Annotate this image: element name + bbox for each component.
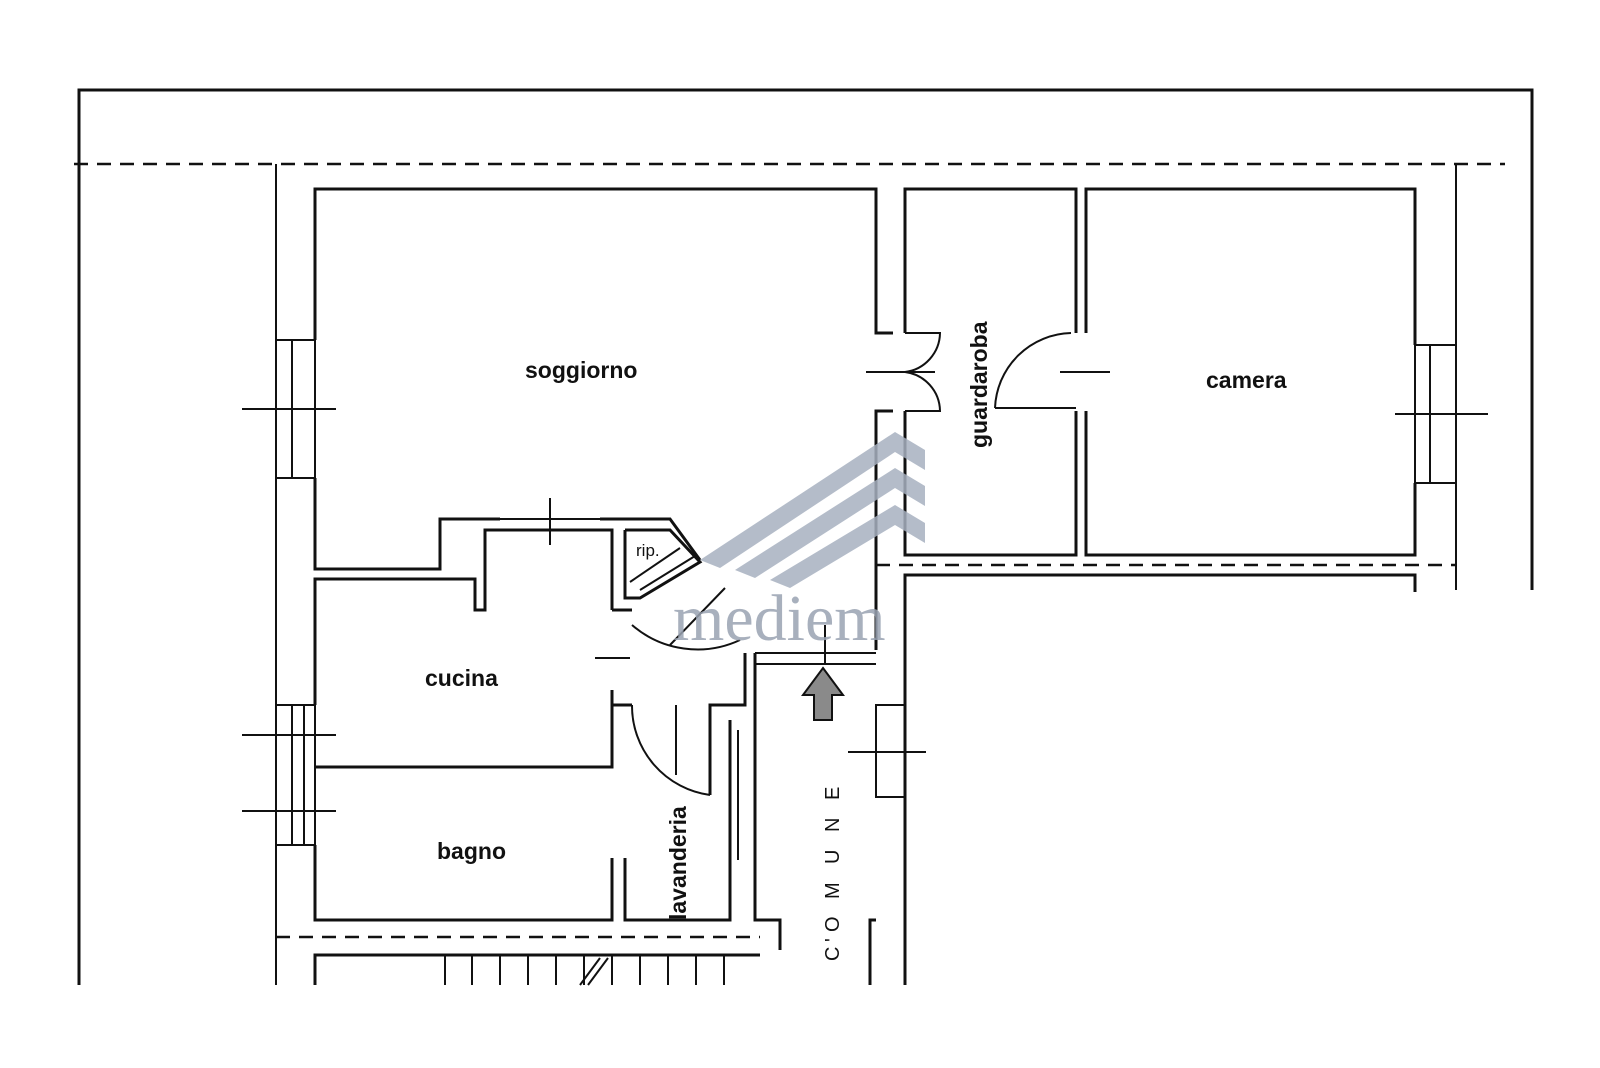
soggiorno-walls: [313, 187, 893, 650]
room-label-lavanderia: lavanderia: [665, 806, 691, 920]
watermark-logo: mediem: [673, 432, 925, 655]
room-label-bagno: bagno: [437, 838, 506, 864]
corridor-label-comune: C ' O M U N E: [822, 787, 844, 961]
corridor-apostrophe: ': [822, 938, 844, 942]
hall-walls: [276, 608, 876, 950]
room-label-soggiorno: soggiorno: [525, 357, 637, 383]
corridor-letter: U: [822, 850, 844, 864]
room-label-guardaroba: guardaroba: [966, 321, 992, 448]
corridor-letter: O: [822, 916, 844, 932]
window-soggiorno: [242, 339, 336, 479]
cucina-walls: [313, 498, 630, 769]
room-label-ripostiglio: rip.: [636, 541, 660, 560]
room-label-cucina: cucina: [425, 665, 498, 691]
corridor-letter: E: [822, 787, 844, 800]
room-label-camera: camera: [1206, 367, 1287, 393]
window-cucina-bagno: [242, 704, 336, 846]
window-camera: [1395, 344, 1488, 484]
window-corridor: [848, 704, 926, 798]
staircase: [313, 918, 876, 986]
up-arrow-icon: [801, 666, 845, 721]
ripostiglio-walls: [623, 528, 703, 600]
camera-walls: [876, 187, 1455, 985]
corridor-letter: N: [822, 818, 844, 832]
doors: [630, 332, 1110, 796]
corridor-letter: M: [822, 882, 844, 899]
watermark-text: mediem: [673, 582, 886, 655]
corridor-letter: C: [822, 947, 844, 961]
